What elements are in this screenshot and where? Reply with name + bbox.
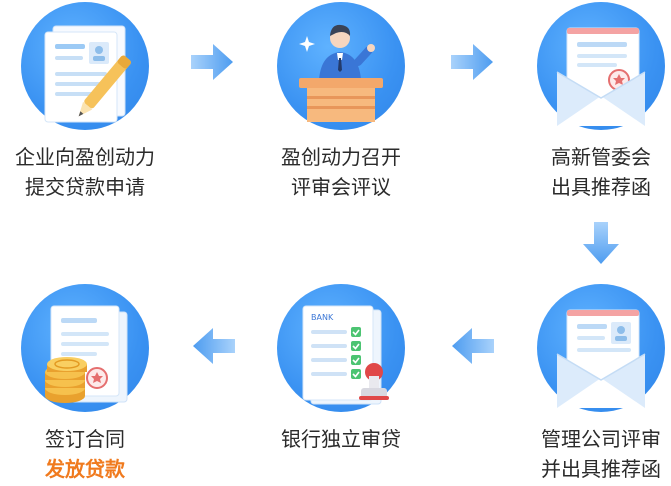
step-sign-label-1: 签订合同 (45, 427, 125, 451)
arrow-left-icon (452, 328, 494, 364)
application-form-icon (44, 25, 131, 123)
step-review-label-1: 盈创动力召开 (281, 145, 401, 169)
step-apply-label-2: 提交贷款申请 (25, 175, 145, 199)
arrow-left-icon (193, 328, 235, 364)
step-recommend-label-1: 高新管委会 (551, 145, 651, 169)
bank-card-label: BANK (311, 313, 334, 322)
arrow-down-icon (583, 222, 619, 264)
contract-coins-icon (45, 305, 128, 403)
step-review-label-2: 评审会评议 (291, 175, 391, 199)
step-apply-label-1: 企业向盈创动力 (15, 145, 155, 169)
step-recommend-label-2: 出具推荐函 (551, 175, 651, 199)
step-sign-label-2: 发放贷款 (0, 454, 185, 484)
recommendation-letter-envelope-icon (556, 27, 646, 126)
committee-letter-envelope-icon (556, 309, 646, 408)
step-sign-highlight: 发放贷款 (45, 457, 125, 481)
arrow-right-icon (451, 44, 493, 80)
arrow-right-icon (191, 44, 233, 80)
bank-checklist-stamp-icon: BANK (302, 305, 389, 405)
speaker-at-podium-icon (299, 24, 383, 122)
step-committee-label-1: 管理公司评审 (541, 427, 661, 451)
step-bank-label-1: 银行独立审贷 (281, 427, 401, 451)
step-committee-label-2: 并出具推荐函 (541, 457, 661, 481)
